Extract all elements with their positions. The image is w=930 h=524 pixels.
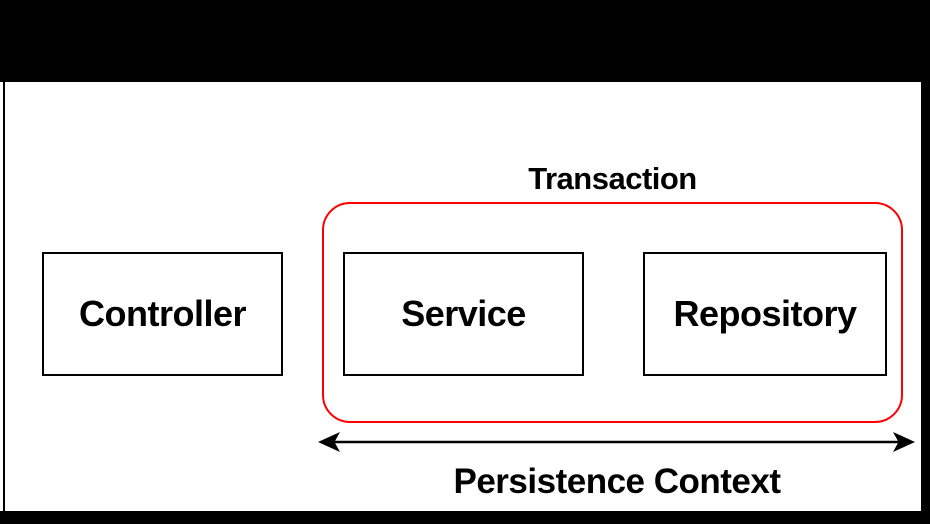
- service-box-label: Service: [401, 293, 526, 334]
- persistence-context-arrow: [318, 432, 915, 452]
- arrow-left-head: [318, 432, 340, 452]
- controller-box: Controller: [42, 252, 283, 376]
- arrow-right-head: [893, 432, 915, 452]
- repository-box: Repository: [643, 252, 887, 376]
- controller-box-label: Controller: [78, 293, 247, 334]
- transaction-label: Transaction: [528, 161, 697, 196]
- service-box: Service: [343, 252, 584, 376]
- letterbox-bottom-bar: [0, 511, 930, 524]
- letterbox-right-edge: [923, 0, 930, 524]
- persistence-context-label: Persistence Context: [453, 462, 781, 501]
- repository-box-label: Repository: [673, 293, 857, 334]
- transaction-boundary: [322, 202, 903, 423]
- letterbox-top-bar: [0, 0, 930, 82]
